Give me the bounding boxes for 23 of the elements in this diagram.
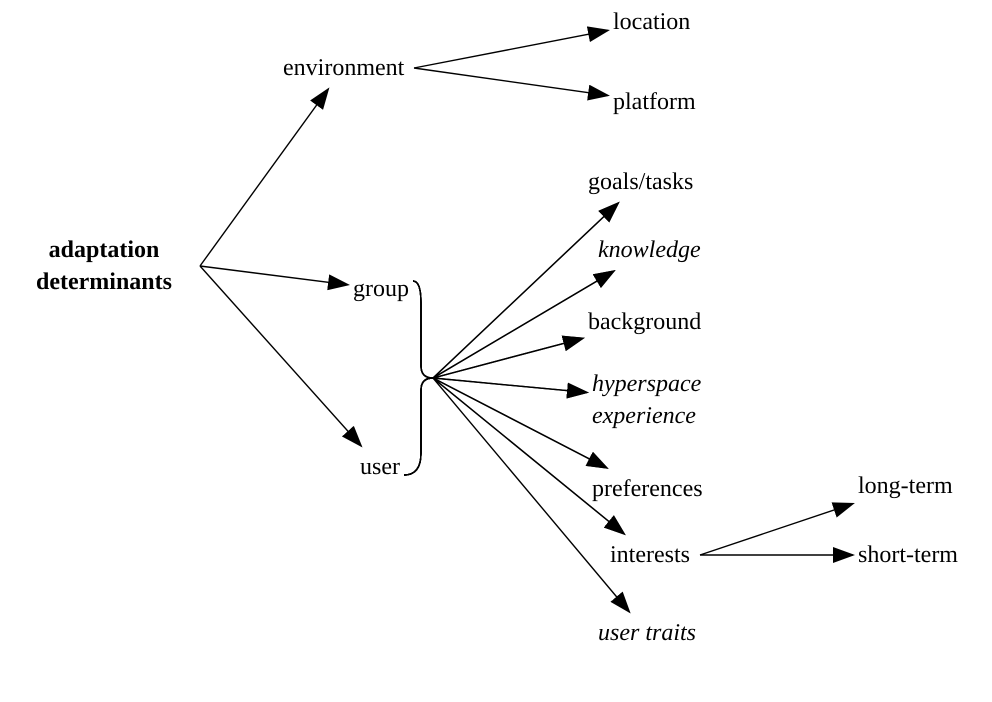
node-label: environment	[283, 54, 404, 83]
node-label: platform	[613, 88, 696, 117]
node-label: knowledge	[598, 236, 701, 265]
arrow	[404, 377, 631, 614]
arrow	[199, 266, 363, 448]
arrow	[700, 502, 855, 556]
arrow	[199, 87, 330, 266]
node-label: short-term	[858, 541, 958, 570]
node-label: location	[613, 8, 690, 37]
node-label: adaptation determinants	[35, 236, 173, 297]
node-label: user traits	[598, 619, 696, 648]
arrow	[414, 26, 610, 69]
node-label: long-term	[858, 472, 953, 501]
arrow	[200, 265, 350, 290]
node-label: preferences	[592, 475, 703, 504]
node-label: background	[588, 308, 702, 337]
node-label: hyperspace experience	[592, 370, 702, 431]
node-label: group	[353, 275, 409, 304]
node-label: interests	[610, 541, 690, 570]
arrow	[700, 547, 855, 563]
node-label: user	[360, 453, 400, 482]
node-label: goals/tasks	[588, 168, 694, 197]
arrow	[414, 67, 610, 101]
